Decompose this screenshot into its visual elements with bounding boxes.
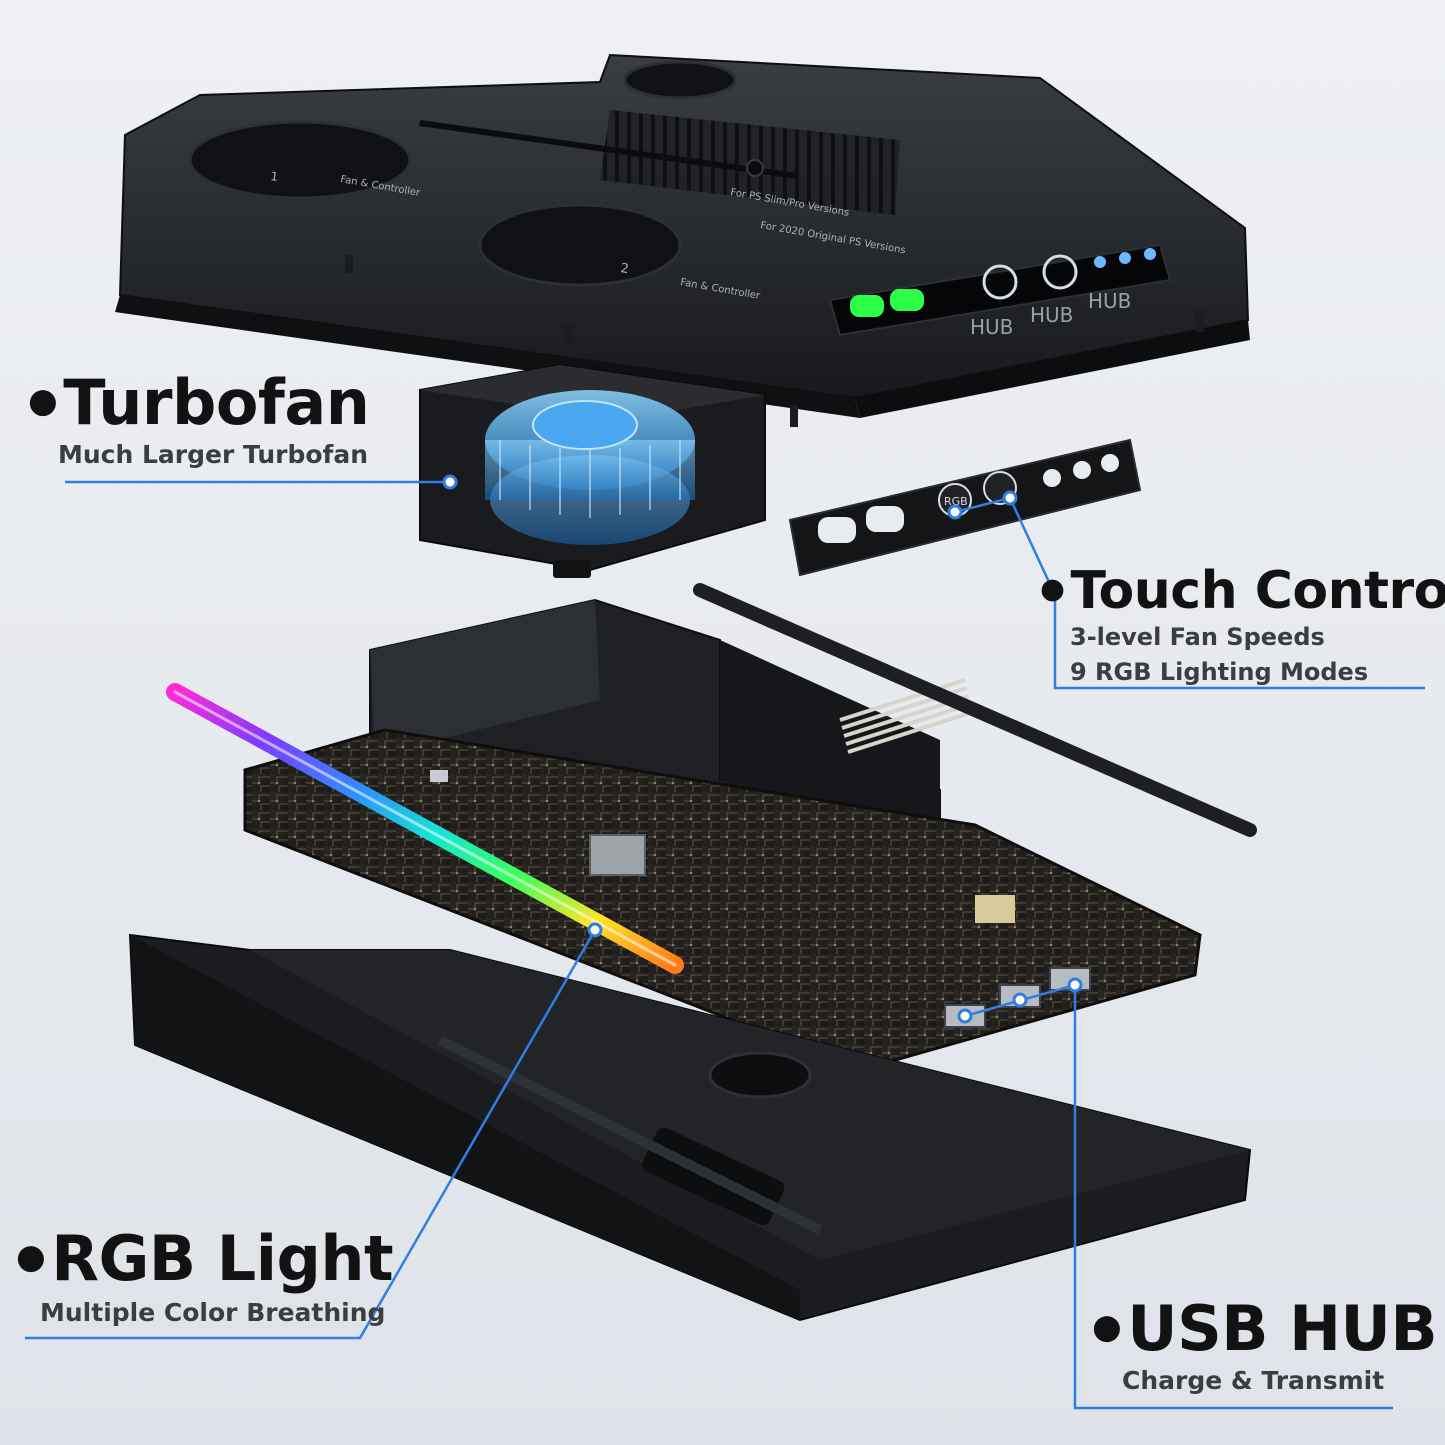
- base-tray: [128, 933, 1252, 1322]
- top-cover: 1 2 Fan & Controller Fan & Controller Fo…: [115, 53, 1250, 427]
- fan-icon: [1094, 248, 1156, 268]
- gamepad-icon: [818, 506, 904, 543]
- touch-control-callout-line: [954, 496, 1425, 690]
- callout-points: [442, 474, 1083, 1024]
- feature-line-1: 3-level Fan Speeds: [1070, 623, 1325, 651]
- turbofan-module: [419, 363, 766, 578]
- fan-speed-icon: [982, 254, 1078, 300]
- gamepad-icon: [850, 289, 924, 317]
- feature-touch-control: ●Touch Control 3-level Fan Speeds 9 RGB …: [1040, 565, 1445, 687]
- feature-line-2: 9 RGB Lighting Modes: [1070, 657, 1369, 686]
- feature-usb-hub: ●USB HUB Charge & Transmit: [1092, 1292, 1438, 1396]
- feature-turbofan: ●Turbofan Much Larger Turbofan: [28, 366, 370, 470]
- hub-label-3: HUB: [1088, 289, 1131, 313]
- feature-title: RGB Light: [51, 1222, 394, 1295]
- touch-control-panel: RGB: [788, 438, 1142, 577]
- control-display-strip: [828, 243, 1172, 337]
- feature-title: USB HUB: [1127, 1292, 1438, 1365]
- controller-slot-1: [188, 120, 412, 200]
- slot-number-1: 1: [270, 169, 280, 184]
- controller-slot-2: [478, 203, 682, 287]
- fan-icon: [1043, 454, 1119, 487]
- feature-title: Turbofan: [63, 366, 370, 439]
- slot-number-2: 2: [619, 261, 629, 277]
- hub-label-1: HUB: [970, 315, 1013, 339]
- feature-subtitle: Charge & Transmit: [1122, 1366, 1385, 1395]
- feature-rgb-light: ●RGB Light Multiple Color Breathing: [16, 1222, 394, 1328]
- feature-subtitle: Much Larger Turbofan: [58, 440, 369, 469]
- feature-title: Touch Control: [1070, 561, 1445, 621]
- rgb-light-callout-line: [25, 929, 597, 1340]
- hub-label-2: HUB: [1030, 303, 1073, 327]
- rgb-button-icon: RGB: [938, 483, 972, 517]
- feature-subtitle: Multiple Color Breathing: [40, 1298, 386, 1327]
- svg-text:RGB: RGB: [944, 495, 968, 508]
